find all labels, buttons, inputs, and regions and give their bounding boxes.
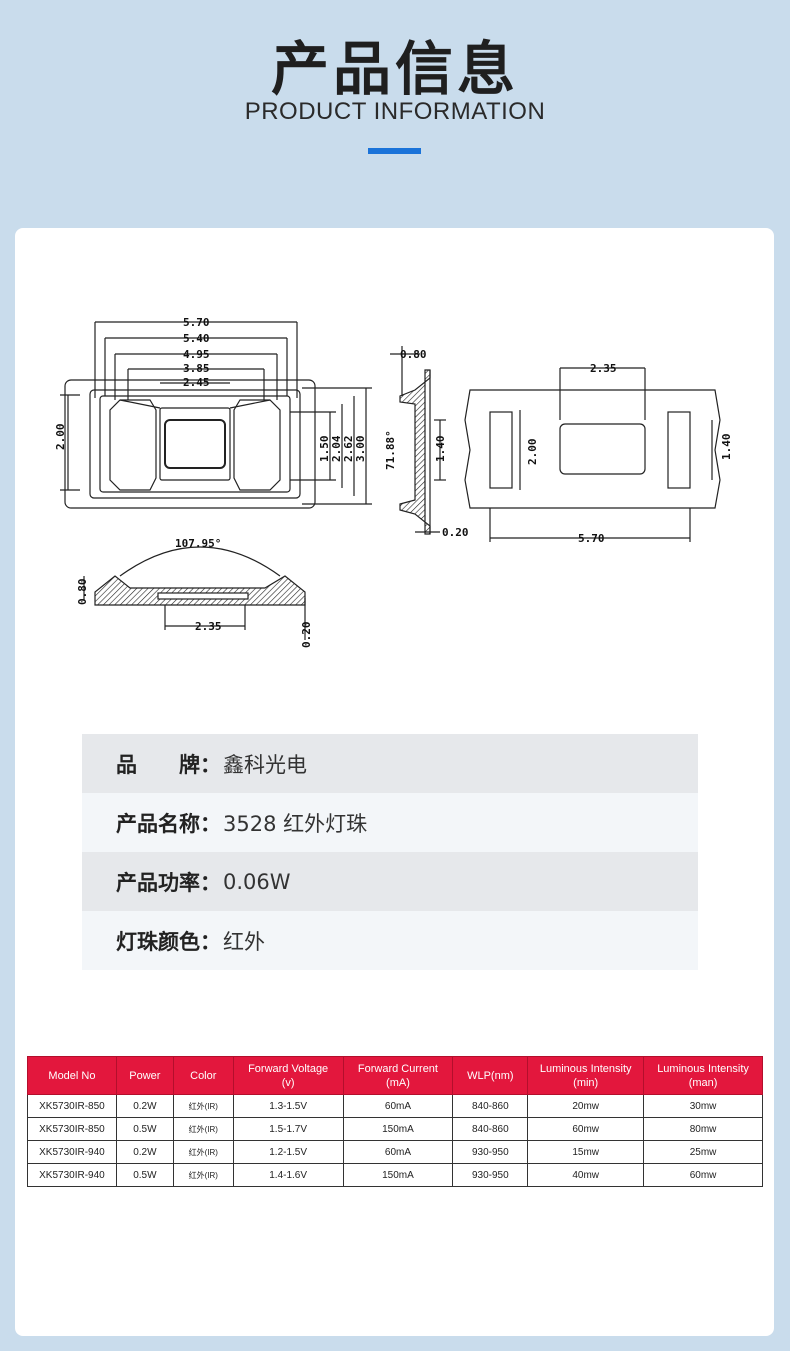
dimension-drawing: 5.70 5.40 4.95 3.85 2.45 2.00 1.50 2.04 … [40,300,750,660]
dim-side-top: 0.80 [400,348,427,361]
table-cell: 60mA [342,1140,454,1164]
top-view-body [64,379,316,509]
dim-right-2: 2.04 [330,435,343,462]
dim-top-3: 4.95 [183,348,210,361]
table-cell: 红外(IR) [172,1094,234,1118]
dim-back-left: 2.00 [526,439,539,466]
table-cell: 30mw [643,1094,763,1118]
page-subtitle: PRODUCT INFORMATION [244,98,546,125]
table-cell: 25mw [643,1140,763,1164]
back-view-body [464,389,721,509]
table-cell: 60mA [342,1094,454,1118]
led-dimension-svg: 5.70 5.40 4.95 3.85 2.45 2.00 1.50 2.04 … [54,316,733,649]
side-view-profile [399,369,431,535]
info-value: 鑫科光电 [223,752,307,777]
table-row: XK5730IR-940 0.5W 红外(IR) 1.4-1.6V 150mA … [27,1163,763,1187]
table-cell: XK5730IR-940 [27,1140,117,1164]
info-row-color: 灯珠颜色： 红外 [82,911,698,970]
dim-side-bottom: 0.20 [442,526,469,539]
info-row-brand: 品 牌： 鑫科光电 [82,734,698,793]
dim-right-1: 1.50 [318,436,331,463]
table-cell: 0.5W [115,1163,174,1187]
table-cell: 840-860 [452,1094,529,1118]
table-cell: XK5730IR-850 [27,1094,117,1118]
dim-top-5: 2.45 [183,376,210,389]
info-label: 产品功率： [116,870,221,895]
table-cell: 60mw [527,1117,645,1141]
table-cell: 0.2W [115,1140,174,1164]
table-cell: 0.5W [115,1117,174,1141]
table-cell: XK5730IR-940 [27,1163,117,1187]
col-header: WLP(nm) [452,1056,529,1095]
col-header: Model No [27,1056,117,1095]
info-label: 产品名称： [116,811,221,836]
title-underline-bar [368,148,421,154]
table-cell: XK5730IR-850 [27,1117,117,1141]
info-value: 0.06W [223,869,291,894]
table-cell: 红外(IR) [172,1117,234,1141]
dim-back-bottom: 5.70 [578,532,605,545]
col-header: Power [115,1056,174,1095]
table-cell: 1.3-1.5V [232,1094,344,1118]
dim-top-4: 3.85 [183,362,210,375]
table-cell: 60mw [643,1163,763,1187]
table-cell: 840-860 [452,1117,529,1141]
section-view-profile [94,575,306,606]
table-cell: 40mw [527,1163,645,1187]
table-cell: 红外(IR) [172,1163,234,1187]
info-label: 品 牌： [116,752,221,777]
table-cell: 1.4-1.6V [232,1163,344,1187]
dim-right-3: 2.62 [342,436,355,463]
dim-section-bottom: 2.35 [195,620,222,633]
table-cell: 930-950 [452,1163,529,1187]
dim-section-right: 0.20 [300,622,313,649]
spec-table: Model No Power Color Forward Voltage (v)… [27,1056,763,1187]
table-row: XK5730IR-850 0.5W 红外(IR) 1.5-1.7V 150mA … [27,1117,763,1141]
col-header: Forward Current (mA) [342,1056,454,1095]
dim-back-right: 1.40 [720,434,733,461]
table-row: XK5730IR-850 0.2W 红外(IR) 1.3-1.5V 60mA 8… [27,1094,763,1118]
table-cell: 1.5-1.7V [232,1117,344,1141]
col-header: Luminous Intensity (min) [527,1056,645,1095]
info-value: 3528 红外灯珠 [223,811,368,836]
table-cell: 红外(IR) [172,1140,234,1164]
dim-section-left: 0.80 [76,579,89,606]
dim-left-height: 2.00 [54,424,67,451]
dim-side-height: 1.40 [434,436,447,463]
info-row-product-name: 产品名称： 3528 红外灯珠 [82,793,698,852]
table-cell: 150mA [342,1163,454,1187]
table-cell: 0.2W [115,1094,174,1118]
table-cell: 930-950 [452,1140,529,1164]
info-row-power: 产品功率： 0.06W [82,852,698,911]
table-cell: 80mw [643,1117,763,1141]
dim-back-top: 2.35 [590,362,617,375]
table-cell: 1.2-1.5V [232,1140,344,1164]
col-header: Color [172,1056,234,1095]
table-row: XK5730IR-940 0.2W 红外(IR) 1.2-1.5V 60mA 9… [27,1140,763,1164]
dim-top-2: 5.40 [183,332,210,345]
info-value: 红外 [223,929,265,954]
table-cell: 20mw [527,1094,645,1118]
table-cell: 15mw [527,1140,645,1164]
spec-table-header: Model No Power Color Forward Voltage (v)… [27,1056,763,1095]
col-header: Forward Voltage (v) [232,1056,344,1095]
dim-right-4: 3.00 [354,436,367,463]
table-cell: 150mA [342,1117,454,1141]
info-label: 灯珠颜色： [116,929,221,954]
col-header: Luminous Intensity (man) [643,1056,763,1095]
dim-section-angle: 107.95° [175,537,221,550]
product-info-list: 品 牌： 鑫科光电 产品名称： 3528 红外灯珠 产品功率： 0.06W 灯珠… [82,734,698,970]
dim-side-angle: 71.88° [384,430,397,470]
dim-top-1: 5.70 [183,316,210,329]
page-title: 产品信息 [270,35,519,103]
